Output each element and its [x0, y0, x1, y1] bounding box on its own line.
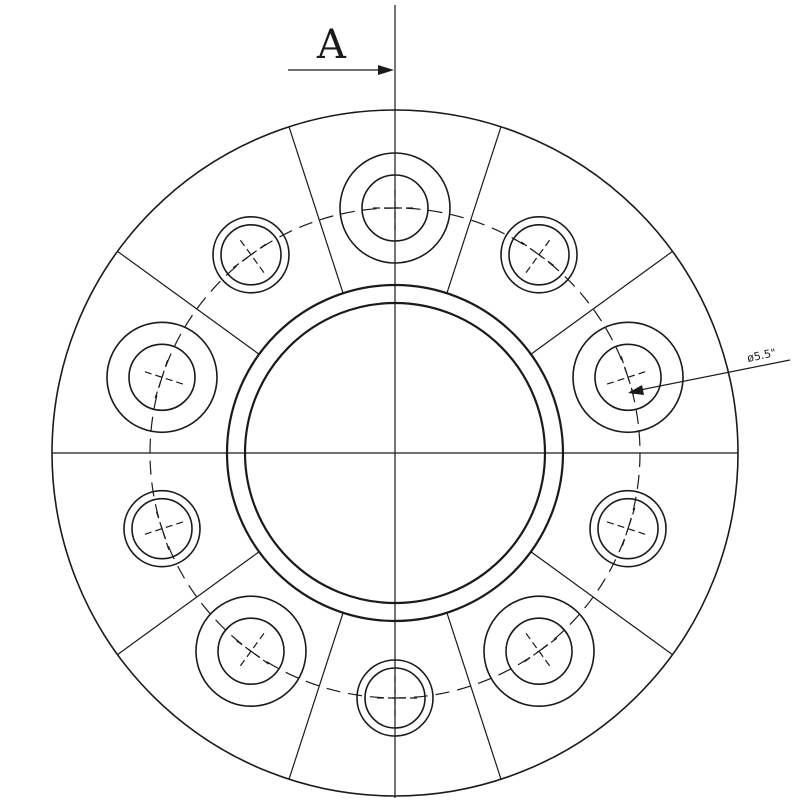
- bolt-holes: [106, 152, 684, 737]
- bolt-hole-counterbore: [572, 321, 684, 434]
- radial-line: [530, 250, 673, 355]
- bolt-hole-counterbore: [106, 321, 218, 434]
- radial-line: [288, 612, 344, 780]
- bolt-hole-counterbore: [589, 489, 667, 568]
- bolt-hole: [356, 659, 434, 737]
- bolt-hole-centerline: [154, 507, 170, 550]
- bolt-hole-bore: [128, 343, 196, 412]
- bolt-hole: [483, 595, 595, 708]
- bolt-hole: [339, 152, 451, 264]
- radial-line: [446, 126, 502, 294]
- radial-line: [530, 551, 673, 656]
- dimension-leader-line: [629, 359, 791, 393]
- bolt-hole: [589, 489, 667, 568]
- bolt-hole-bore: [364, 667, 426, 729]
- bolt-hole: [212, 215, 290, 294]
- bolt-hole-counterbore: [212, 215, 290, 294]
- radial-lines: [117, 126, 673, 780]
- bolt-hole-centerline: [525, 633, 553, 670]
- bolt-hole-centerline: [232, 241, 270, 269]
- bolt-hole: [195, 595, 307, 708]
- radial-line: [288, 126, 344, 294]
- dimension-label: ø5.5": [746, 346, 777, 365]
- bolt-hole-centerline: [520, 637, 558, 665]
- bolt-hole-counterbore: [123, 489, 201, 568]
- bolt-hole-bore: [597, 497, 659, 560]
- bolt-hole-bore: [220, 223, 282, 286]
- bolt-hole-bore: [508, 223, 570, 286]
- radial-line: [446, 612, 502, 780]
- bolt-hole-centerline: [606, 521, 650, 537]
- section-label: A: [316, 22, 347, 68]
- bolt-hole: [572, 321, 684, 434]
- bolt-hole-counterbore: [356, 659, 434, 737]
- bolt-hole: [106, 321, 218, 434]
- radial-line: [117, 250, 260, 355]
- bolt-hole-bore: [594, 343, 662, 412]
- bolt-hole-centerline: [620, 507, 636, 550]
- bolt-hole-bore: [505, 617, 573, 686]
- bolt-hole-counterbore: [483, 595, 595, 708]
- bolt-hole-counterbore: [500, 215, 578, 294]
- bolt-hole-centerline: [232, 637, 270, 665]
- bolt-hole-centerline: [237, 633, 265, 670]
- dimension-arrow-head: [628, 385, 644, 395]
- bolt-hole: [123, 489, 201, 568]
- bolt-hole-centerline: [140, 521, 184, 537]
- radial-line: [117, 551, 260, 656]
- bolt-hole-counterbore: [339, 152, 451, 264]
- bolt-hole: [500, 215, 578, 294]
- bolt-hole-centerline: [154, 356, 170, 399]
- bolt-hole-bore: [131, 497, 193, 560]
- bolt-hole-bore: [217, 617, 285, 686]
- bolt-hole-counterbore: [195, 595, 307, 708]
- bolt-hole-centerline: [520, 241, 558, 269]
- section-arrow-head: [378, 65, 394, 75]
- bolt-hole-bore: [361, 174, 429, 242]
